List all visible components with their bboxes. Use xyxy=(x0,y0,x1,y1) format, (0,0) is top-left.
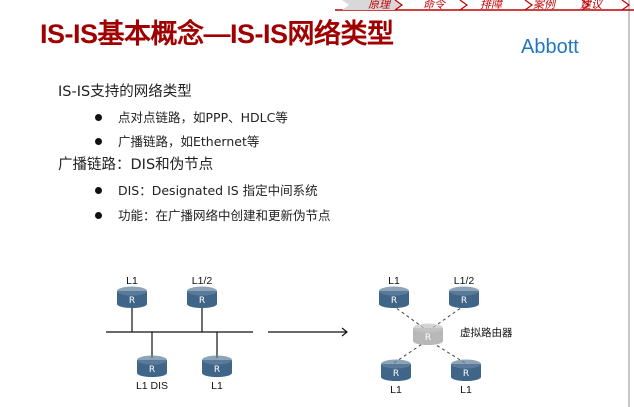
router-glyph: R xyxy=(391,296,397,306)
bullet-icon xyxy=(95,114,102,121)
bullet-icon xyxy=(95,138,102,145)
window-edge xyxy=(628,0,630,407)
nav-tab-cases[interactable]: 案例 xyxy=(533,0,555,11)
page-title: IS-IS基本概念—IS-IS网络类型 xyxy=(40,19,394,49)
router-label: L1 xyxy=(390,384,402,396)
list-item-text: 点对点链路，如PPP、HDLC等 xyxy=(118,110,288,125)
list-item: 功能：在广播网络中创建和更新伪节点 xyxy=(95,205,331,224)
bullet-icon xyxy=(95,212,102,219)
router-label: L1 DIS xyxy=(136,380,168,392)
router-glyph: R xyxy=(214,365,220,375)
router-label: L1 xyxy=(126,275,138,287)
router-glyph: R xyxy=(129,296,135,306)
nav-bar xyxy=(335,0,634,11)
router-glyph: R xyxy=(199,296,205,306)
router-glyph: R xyxy=(463,369,469,379)
nav-tab-principle[interactable]: 原理 xyxy=(368,0,390,11)
pseudonode-label: 虚拟路由器 xyxy=(460,326,513,339)
broadcast-bus xyxy=(106,305,348,358)
list-item: 点对点链路，如PPP、HDLC等 xyxy=(95,107,288,126)
section-heading-network-types: IS-IS支持的网络类型 xyxy=(58,84,192,100)
nav-tab-advice[interactable]: 建议 xyxy=(580,0,602,11)
list-item: DIS：Designated IS 指定中间系统 xyxy=(95,180,318,199)
brand-label: Abbott xyxy=(521,36,579,58)
router-glyph: R xyxy=(425,333,431,343)
router-label: L1/2 xyxy=(192,275,213,287)
list-item-text: 功能：在广播网络中创建和更新伪节点 xyxy=(118,208,331,223)
section-heading-dis: 广播链路：DIS和伪节点 xyxy=(58,157,214,173)
nav-tab-commands[interactable]: 命令 xyxy=(423,0,445,11)
list-item-text: 广播链路，如Ethernet等 xyxy=(118,134,260,149)
list-item: 广播链路，如Ethernet等 xyxy=(95,131,259,150)
router-glyph: R xyxy=(393,369,399,379)
router-glyph: R xyxy=(149,365,155,375)
bullet-icon xyxy=(95,187,102,194)
router-label: L1 xyxy=(388,275,400,287)
nav-tab-troubleshoot[interactable]: 排障 xyxy=(480,0,502,11)
router-glyph: R xyxy=(461,296,467,306)
router-label: L1/2 xyxy=(454,275,475,287)
router-label: L1 xyxy=(211,380,223,392)
list-item-text: DIS：Designated IS 指定中间系统 xyxy=(118,183,318,198)
router-label: L1 xyxy=(460,384,472,396)
